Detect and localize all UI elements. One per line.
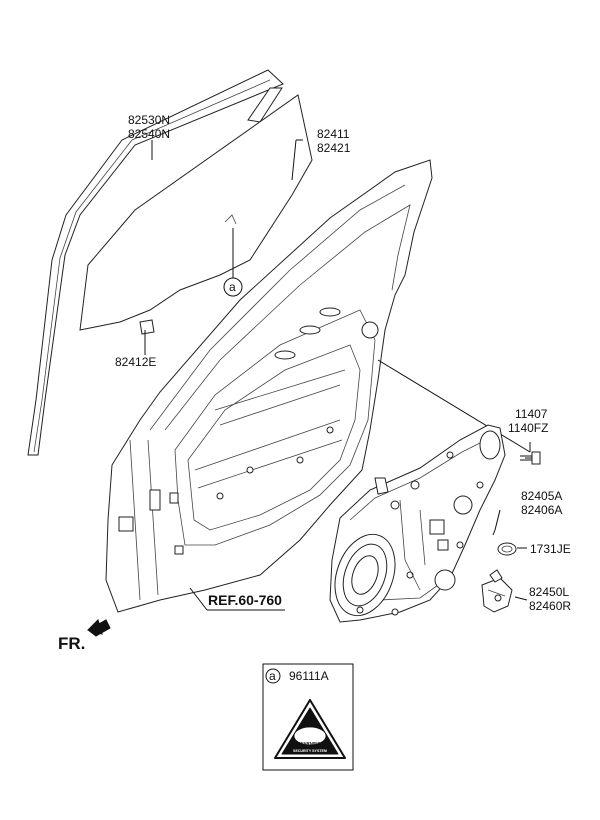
door-module: [329, 424, 506, 623]
front-direction-marker: FR.: [58, 619, 111, 653]
sticker-text-1: WARNING: [299, 741, 321, 746]
label-bolt-1: 11407: [515, 407, 548, 421]
callout-a-glass: a: [223, 277, 243, 297]
sticker-text-2: SECURITY SYSTEM: [293, 749, 327, 753]
label-reference: REF.60-760: [208, 592, 282, 608]
label-weatherstrip-2: 82540N: [128, 127, 170, 141]
label-glass-2: 82421: [317, 141, 351, 155]
door-frame: [105, 159, 433, 613]
label-weatherstrip-1: 82530N: [128, 113, 170, 127]
door-latch: [481, 569, 513, 613]
label-module-1: 82405A: [521, 489, 562, 503]
front-arrow-icon: [87, 619, 111, 637]
front-label: FR.: [58, 634, 85, 653]
bolt: [520, 451, 541, 465]
leader-lines: [144, 139, 531, 611]
label-glass-1: 82411: [317, 127, 350, 141]
window-weatherstrip: [27, 69, 284, 456]
callout-box-letter: a: [269, 669, 276, 683]
part-labels: 82530N 82540N 82411 82421 82412E 11407 1…: [115, 113, 571, 613]
label-glass-clip: 82412E: [115, 355, 156, 369]
callout-box: a 96111A WARNING SECURITY SYSTEM: [262, 663, 354, 771]
label-module-2: 82406A: [521, 503, 562, 517]
callout-part-number: 96111A: [289, 669, 329, 683]
label-grommet: 1731JE: [530, 542, 571, 556]
label-bolt-2: 1140FZ: [508, 421, 548, 435]
callout-letter: a: [229, 280, 236, 294]
label-latch-2: 82460R: [529, 599, 571, 613]
door-glass: [79, 94, 313, 335]
grommet: [497, 542, 517, 556]
label-latch-1: 82450L: [529, 585, 569, 599]
